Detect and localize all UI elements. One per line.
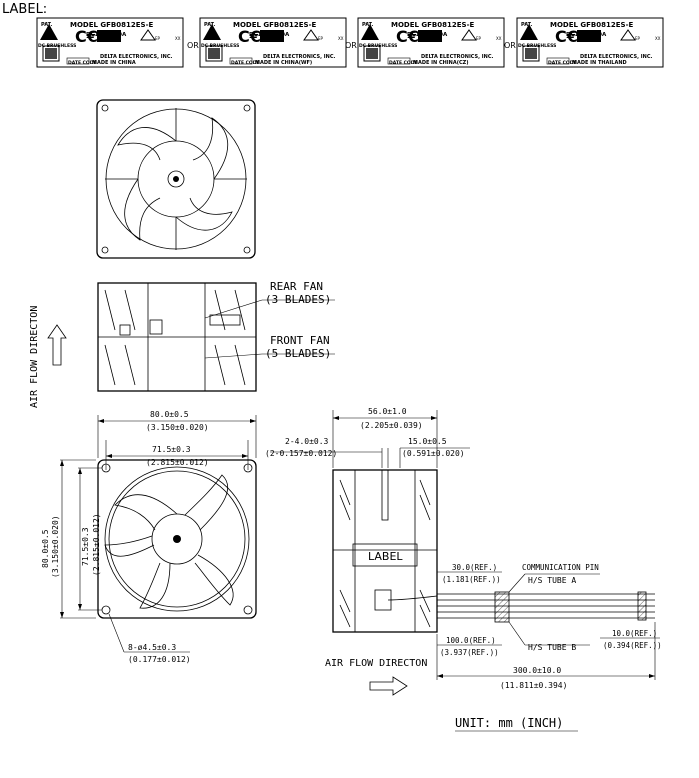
label-1: PAT. MODEL GFB0812ES-E DC12V 9.60A DC BR…: [36, 17, 184, 68]
hole-spacing-in: (2.815±0.012): [146, 458, 209, 467]
depth-mm: 56.0±1.0: [368, 407, 407, 416]
label-rating: DC12V 9.60A: [407, 32, 448, 38]
label-origin: MADE IN CHINA: [92, 60, 136, 66]
label-box: LABEL: [368, 550, 403, 563]
label-rating: DC12V 9.60A: [249, 32, 290, 38]
rear-blades-label: (3 BLADES): [265, 293, 331, 306]
ref10-in: (0.394(REF.)): [603, 641, 662, 650]
or-separator: OR: [504, 41, 516, 50]
ref30-in: (1.181(REF.)): [442, 575, 501, 584]
length-in: (11.811±0.394): [500, 681, 567, 690]
label-xx: XX: [175, 36, 181, 41]
label-model: MODEL GFB0812ES-E: [391, 21, 474, 29]
label-date: DATE CODE: [548, 60, 577, 66]
label-company: DELTA ELECTRONICS, INC.: [263, 54, 336, 60]
label-origin: MADE IN CHINA(CZ): [413, 60, 469, 66]
hole-v-mm: 71.5±0.3: [81, 527, 90, 566]
label-pat: PAT.: [521, 22, 532, 28]
label-rating: DC12V 9.60A: [566, 32, 607, 38]
or-separator: OR: [345, 41, 357, 50]
ref30-mm: 30.0(REF.): [452, 563, 497, 572]
label-ep: EP: [635, 36, 641, 41]
label-pat: PAT.: [204, 22, 215, 28]
label-dc: DC BRUSHLESS: [359, 43, 397, 49]
label-dc: DC BRUSHLESS: [518, 43, 556, 49]
height-in: (3.150±0.020): [51, 515, 60, 578]
pin-dia-in: (2-0.157±0.012): [265, 449, 337, 458]
label-company: DELTA ELECTRONICS, INC.: [100, 54, 173, 60]
label-dc: DC BRUSHLESS: [38, 43, 76, 49]
label-company: DELTA ELECTRONICS, INC.: [421, 54, 494, 60]
hole-v-in: (2.815±0.012): [92, 513, 101, 576]
label-company: DELTA ELECTRONICS, INC.: [580, 54, 653, 60]
air-flow-arrow-up-icon: [47, 324, 67, 366]
label-model: MODEL GFB0812ES-E: [233, 21, 316, 29]
label-origin: MADE IN CHINA(WF): [255, 60, 312, 66]
label-title: LABEL:: [2, 2, 47, 17]
pin-dia-mm: 2-4.0±0.3: [285, 437, 329, 446]
front-fan-label: FRONT FAN: [270, 334, 330, 347]
or-separator: OR: [187, 41, 199, 50]
width-in: (3.150±0.020): [146, 423, 209, 432]
label-dc: DC BRUSHLESS: [201, 43, 239, 49]
unit-note: UNIT: mm (INCH): [455, 716, 563, 730]
ref100-in: (3.937(REF.)): [440, 648, 499, 657]
label-4: PAT. MODEL GFB0812ES-E DC12V 9.60A DC BR…: [516, 17, 664, 68]
profile-view: LABEL 56.0±1.0 (2.205±0.039) 2-4.0±0.3 (…: [265, 407, 662, 696]
air-flow-label-horizontal: AIR FLOW DIRECTON: [325, 658, 427, 669]
air-flow-label-vertical: AIR FLOW DIRECTON: [29, 306, 40, 408]
front-blades-label: (5 BLADES): [265, 347, 331, 360]
label-date: DATE CODE: [68, 60, 97, 66]
label-model: MODEL GFB0812ES-E: [70, 21, 153, 29]
comm-pin-label: COMMUNICATION PIN: [522, 563, 599, 572]
label-3: PAT. MODEL GFB0812ES-E DC12V 9.60A DC BR…: [357, 17, 505, 68]
label-model: MODEL GFB0812ES-E: [550, 21, 633, 29]
mount-hole-mm: 8-ø4.5±0.3: [128, 643, 176, 652]
label-ep: EP: [476, 36, 482, 41]
rear-view: [96, 99, 256, 259]
label-xx: XX: [338, 36, 344, 41]
ref10-mm: 10.0(REF.): [612, 629, 657, 638]
width-mm: 80.0±0.5: [150, 410, 189, 419]
label-origin: MADE IN THAILAND: [572, 60, 627, 66]
rear-fan-label: REAR FAN: [270, 280, 323, 293]
ref100-mm: 100.0(REF.): [446, 636, 496, 645]
label-rating: DC12V 9.60A: [86, 32, 127, 38]
front-view: 80.0±0.5 (3.150±0.020) 71.5±0.3 (2.815±0…: [41, 410, 257, 664]
hole-spacing-mm: 71.5±0.3: [152, 445, 191, 454]
label-xx: XX: [655, 36, 661, 41]
mount-hole-in: (0.177±0.012): [128, 655, 191, 664]
tube-a-label: H/S TUBE A: [528, 576, 576, 585]
offset-in: (0.591±0.020): [402, 449, 465, 458]
air-flow-arrow-right-icon: [369, 676, 408, 696]
label-ep: EP: [155, 36, 161, 41]
offset-mm: 15.0±0.5: [408, 437, 447, 446]
label-pat: PAT.: [41, 22, 52, 28]
label-date: DATE CODE: [389, 60, 418, 66]
label-pat: PAT.: [362, 22, 373, 28]
label-xx: XX: [496, 36, 502, 41]
depth-in: (2.205±0.039): [360, 421, 423, 430]
side-view: REAR FAN (3 BLADES) FRONT FAN (5 BLADES)…: [29, 280, 335, 408]
tube-b-label: H/S TUBE B: [528, 643, 576, 652]
length-mm: 300.0±10.0: [513, 666, 561, 675]
label-ep: EP: [318, 36, 324, 41]
label-date: DATE CODE: [231, 60, 260, 66]
label-2: PAT. MODEL GFB0812ES-E DC12V 9.60A DC BR…: [199, 17, 347, 68]
height-mm: 80.0±0.5: [41, 529, 50, 568]
